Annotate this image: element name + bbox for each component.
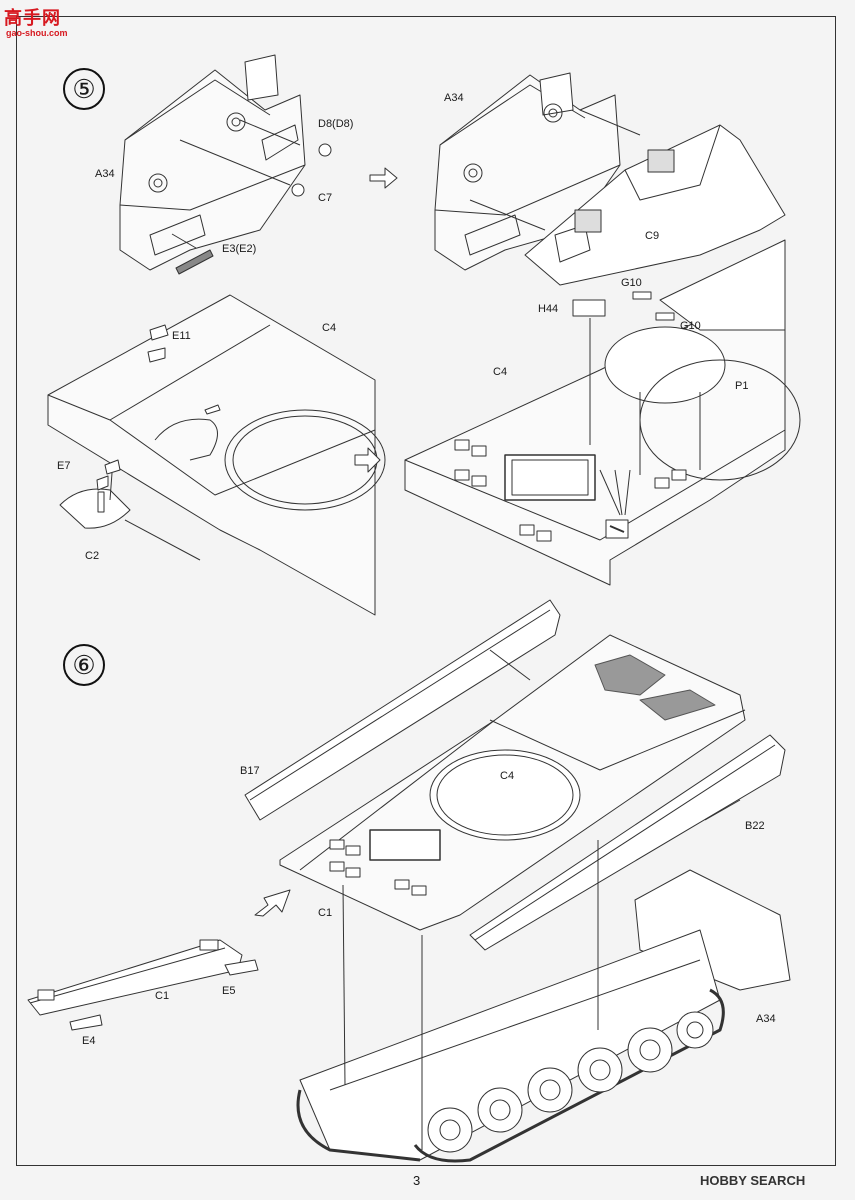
part-label-b17: B17 bbox=[240, 765, 260, 777]
part-label-p1: P1 bbox=[735, 380, 749, 392]
part-label-c1-bottom: C1 bbox=[155, 990, 170, 1002]
watermark-text: HOBBY SEARCH bbox=[700, 1173, 806, 1188]
part-label-d8: D8(D8) bbox=[318, 118, 354, 130]
part-label-g10-right: G10 bbox=[680, 320, 701, 332]
part-label-e4: E4 bbox=[82, 1035, 96, 1047]
part-label-c4-right: C4 bbox=[493, 366, 508, 378]
step-arrow-icon bbox=[354, 447, 381, 473]
page-border bbox=[16, 16, 836, 1166]
part-label-b22: B22 bbox=[745, 820, 765, 832]
part-label-c7: C7 bbox=[318, 192, 333, 204]
part-label-h44: H44 bbox=[538, 303, 559, 315]
part-label-c2: C2 bbox=[85, 550, 100, 562]
upper-hull-c4-left-drawing bbox=[47, 294, 386, 616]
part-label-e5: E5 bbox=[222, 985, 236, 997]
hull-side-right-drawing bbox=[434, 72, 786, 286]
logo-text: 高手网 bbox=[4, 8, 61, 28]
part-label-a34-left: A34 bbox=[95, 168, 115, 180]
part-label-e3: E3(E2) bbox=[222, 243, 257, 255]
hull-side-left-drawing bbox=[119, 54, 332, 275]
part-label-c4: C4 bbox=[500, 770, 515, 782]
site-logo: 高手网 gao-shou.com bbox=[4, 4, 74, 40]
upper-hull-c4-right-drawing bbox=[404, 239, 801, 586]
page-number: 3 bbox=[413, 1173, 421, 1188]
step-5-number: ⑤ bbox=[63, 68, 105, 110]
part-label-g10-top: G10 bbox=[621, 277, 642, 289]
part-label-a34-right: A34 bbox=[444, 92, 464, 104]
step-arrow-icon bbox=[369, 167, 398, 189]
step-6-number: ⑥ bbox=[63, 644, 105, 686]
step-arrow-icon bbox=[254, 889, 291, 917]
part-label-c4-left: C4 bbox=[322, 322, 337, 334]
part-label-a34: A34 bbox=[756, 1013, 776, 1025]
step6-assembly-drawing bbox=[27, 599, 791, 1163]
part-label-e11: E11 bbox=[172, 330, 191, 342]
part-label-e7: E7 bbox=[57, 460, 71, 472]
part-label-c9: C9 bbox=[645, 230, 660, 242]
logo-subtext: gao-shou.com bbox=[6, 28, 68, 38]
part-label-c1-top: C1 bbox=[318, 907, 333, 919]
